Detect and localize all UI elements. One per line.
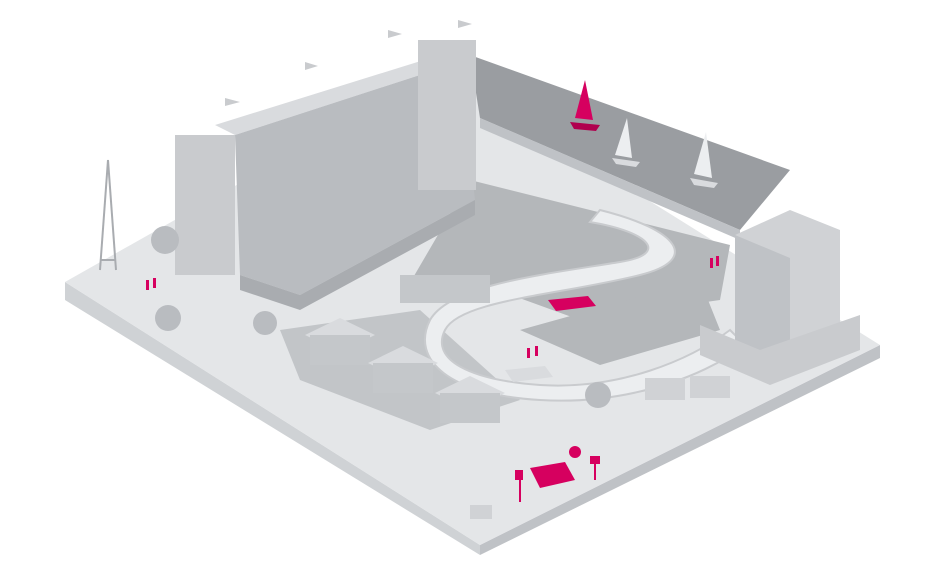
race-car — [505, 366, 553, 382]
quay-wall — [480, 118, 740, 240]
truck — [690, 376, 730, 398]
antenna-tower — [99, 159, 117, 271]
tree — [155, 305, 181, 331]
building-low — [700, 315, 860, 385]
building-tower-side — [735, 235, 790, 365]
stand-tower-left — [175, 135, 235, 275]
truck — [645, 378, 685, 400]
crowd-area — [520, 280, 720, 365]
tree — [253, 311, 277, 335]
race-car-accent — [548, 296, 596, 311]
sailboat — [690, 132, 718, 188]
stage — [400, 275, 490, 303]
film-crew-accent — [515, 446, 600, 502]
grandstand-roof — [215, 55, 460, 135]
tree — [585, 382, 611, 408]
tent — [305, 318, 375, 365]
ground-side-left — [65, 282, 480, 555]
crowd-area — [400, 180, 730, 320]
cart — [470, 505, 492, 519]
sailboat-accent — [570, 80, 600, 131]
people-accent — [146, 256, 719, 358]
ground-side-right — [480, 345, 880, 555]
tree — [151, 226, 179, 254]
tent — [368, 346, 438, 393]
tent — [435, 376, 505, 423]
grandstand — [235, 62, 475, 295]
sailboat — [612, 118, 640, 167]
stand-tower-right — [418, 40, 476, 190]
flags — [225, 20, 472, 106]
